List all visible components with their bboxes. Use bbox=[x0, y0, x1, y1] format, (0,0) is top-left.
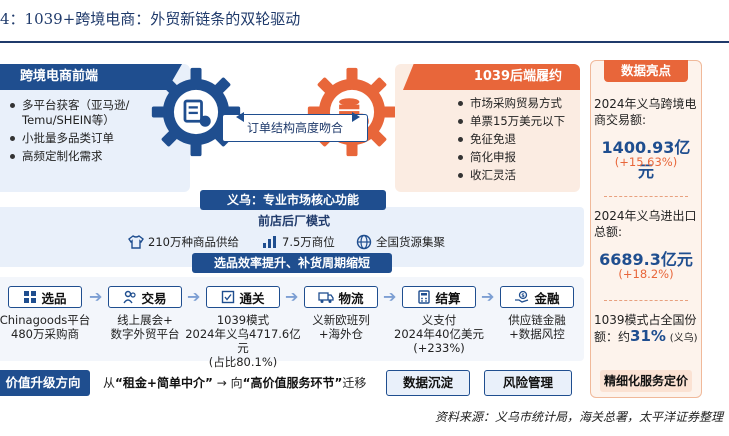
step-desc: 义新欧班列 +海外仓 bbox=[292, 313, 390, 341]
highlight-value: 1400.93亿元 bbox=[601, 138, 691, 181]
yiwu-feature: 7.5万商位 bbox=[262, 234, 335, 250]
backend-list: 市场采购贸易方式 单票15万美元以下 免征免退 简化申报 收汇灵活 bbox=[458, 96, 578, 186]
yiwu-banner: 义乌：专业市场核心功能 bbox=[200, 190, 386, 210]
highlight-value: 6689.3亿元 bbox=[599, 250, 693, 269]
step-customs: 通关 bbox=[206, 286, 280, 308]
frontend-item: 高频定制化需求 bbox=[10, 149, 182, 164]
yiwu-feature: 全国货源集聚 bbox=[356, 234, 445, 250]
highlight-change: (+15.63%) bbox=[614, 155, 678, 169]
arrow-right-icon: ➔ bbox=[285, 287, 299, 306]
step-desc-text: 义新欧班列 +海外仓 bbox=[312, 313, 370, 341]
step-desc: Chinagoods平台 480万采购商 bbox=[0, 313, 94, 341]
share-block: 1039模式占全国份额：约31% (义乌) bbox=[594, 312, 698, 347]
share-label: 1039模式占全国份额：约 bbox=[594, 313, 697, 344]
value-to-prefix: 向 bbox=[230, 376, 243, 390]
step-desc-text: 线上展会+ 数字外贸平台 bbox=[110, 313, 180, 341]
people-icon bbox=[123, 290, 137, 304]
order-structure-label: 订单结构高度吻合 bbox=[222, 114, 368, 142]
step-desc: 义支付 2024年40亿美元 (+233%) bbox=[386, 313, 492, 355]
arrow-right-icon: ➔ bbox=[383, 287, 397, 306]
title-divider bbox=[0, 41, 729, 43]
yiwu-feature-text: 210万种商品供给 bbox=[148, 235, 239, 249]
yiwu-subtitle: 前店后厂模式 bbox=[257, 214, 330, 228]
step-desc: 供应链金融 +数据风控 bbox=[488, 313, 586, 341]
step-settlement: 结算 bbox=[402, 286, 476, 308]
highlight-label: 2024年义乌跨境电商交易额: bbox=[594, 97, 697, 127]
step-label: 选品 bbox=[41, 290, 67, 306]
tag-data: 数据沉淀 bbox=[386, 370, 470, 396]
backend-item: 单票15万美元以下 bbox=[458, 114, 578, 129]
grid-icon bbox=[24, 291, 37, 303]
step-select: 选品 bbox=[8, 286, 82, 308]
figure-title: 4：1039+跨境电商：外贸新链条的双轮驱动 bbox=[0, 10, 301, 28]
value-upgrade-text: 从“租金+简单中介” → 向“高价值服务环节”迁移 bbox=[103, 374, 366, 391]
highlights-header: 数据亮点 bbox=[604, 60, 688, 82]
customs-icon bbox=[222, 290, 235, 304]
backend-item: 免征免退 bbox=[458, 132, 578, 147]
truck-icon bbox=[318, 292, 335, 303]
step-label: 通关 bbox=[239, 290, 265, 306]
value-arrow: → bbox=[216, 376, 227, 390]
step-label: 金融 bbox=[534, 290, 560, 306]
svg-text:$: $ bbox=[522, 293, 526, 299]
step-desc-text: 义支付 2024年40亿美元 (+233%) bbox=[394, 313, 484, 355]
value-suffix: 迁移 bbox=[342, 376, 367, 390]
frontend-item: 小批量多品类订单 bbox=[10, 131, 182, 146]
bar-chart-icon bbox=[263, 236, 276, 248]
backend-item: 市场采购贸易方式 bbox=[458, 96, 578, 111]
source-note: 资料来源：义乌市统计局，海关总署，太平洋证券整理 bbox=[434, 410, 723, 424]
frontend-list: 多平台获客（亚马逊/ Temu/SHEIN等） 小批量多品类订单 高频定制化需求 bbox=[10, 98, 182, 167]
step-label: 结算 bbox=[435, 290, 461, 306]
calculator-icon bbox=[418, 290, 431, 304]
frontend-header: 跨境电商前端 bbox=[0, 64, 182, 90]
share-note: (义乌) bbox=[669, 333, 698, 344]
highlights-panel bbox=[590, 60, 702, 398]
value-upgrade-label: 价值升级方向 bbox=[0, 370, 90, 396]
tag-risk: 风险管理 bbox=[484, 370, 572, 396]
step-desc-text: 供应链金融 +数据风控 bbox=[508, 313, 566, 341]
arrow-right-icon: ➔ bbox=[481, 287, 495, 306]
yiwu-feature: 210万种商品供给 bbox=[128, 234, 239, 250]
finance-icon: $ bbox=[515, 290, 529, 303]
step-logistics: 物流 bbox=[304, 286, 378, 308]
step-desc-text: 1039模式 2024年义乌4717.6亿元 (占比80.1%) bbox=[185, 313, 301, 369]
yiwu-feature-text: 全国货源集聚 bbox=[376, 235, 445, 249]
highlight-label: 2024年义乌进出口总额: bbox=[594, 209, 697, 239]
arrow-left-icon bbox=[236, 112, 244, 122]
step-trade: 交易 bbox=[108, 286, 182, 308]
arrow-right-icon: ➔ bbox=[89, 287, 103, 306]
highlight-divider bbox=[604, 300, 688, 301]
value-prefix: 从 bbox=[103, 376, 116, 390]
efficiency-banner: 选品效率提升、补货周期缩短 bbox=[192, 253, 392, 273]
highlight-divider bbox=[604, 196, 688, 197]
backend-item: 收汇灵活 bbox=[458, 168, 578, 183]
arrow-right-icon: ➔ bbox=[187, 287, 201, 306]
highlight-change: (+18.2%) bbox=[618, 267, 674, 281]
step-label: 交易 bbox=[141, 290, 167, 306]
step-desc: 线上展会+ 数字外贸平台 bbox=[96, 313, 194, 341]
gear-icon bbox=[151, 67, 241, 157]
step-finance: $ 金融 bbox=[500, 286, 574, 308]
pricing-footer: 精细化服务定价 bbox=[600, 370, 692, 392]
arrow-right-icon bbox=[352, 112, 360, 122]
process-panel bbox=[0, 277, 584, 361]
globe-icon bbox=[356, 234, 372, 250]
yiwu-feature-text: 7.5万商位 bbox=[282, 235, 335, 249]
share-value: 31% bbox=[630, 327, 666, 345]
step-desc: 1039模式 2024年义乌4717.6亿元 (占比80.1%) bbox=[184, 313, 302, 369]
frontend-item: 多平台获客（亚马逊/ Temu/SHEIN等） bbox=[10, 98, 182, 128]
backend-item: 简化申报 bbox=[458, 150, 578, 165]
step-desc-text: Chinagoods平台 480万采购商 bbox=[0, 313, 91, 341]
value-from: “租金+简单中介” bbox=[115, 376, 213, 390]
backend-header: 1039后端履约 bbox=[403, 64, 580, 90]
step-label: 物流 bbox=[338, 290, 364, 306]
value-to: “高价值服务环节” bbox=[242, 376, 343, 390]
shirt-icon bbox=[128, 235, 144, 249]
